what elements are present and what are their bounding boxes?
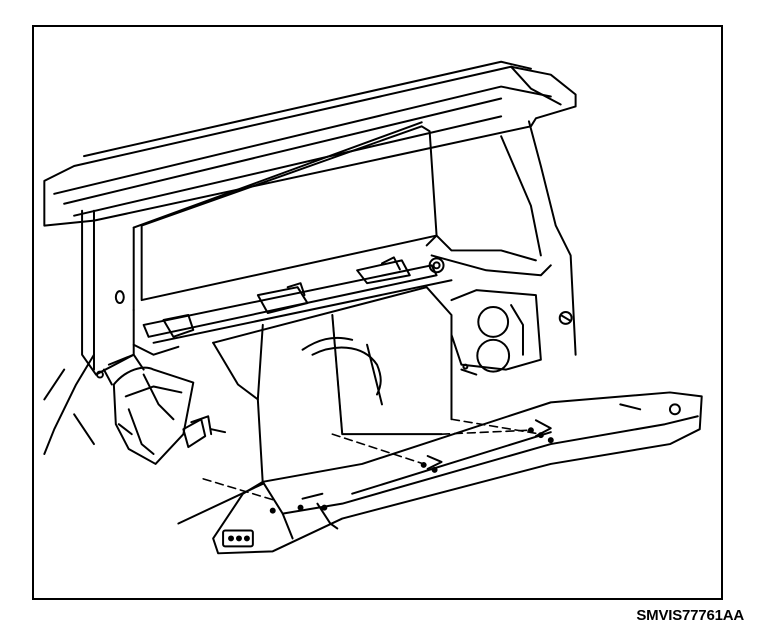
roof-rail — [43, 60, 577, 227]
rear-quarter-panel-cutouts — [450, 289, 542, 376]
wheelhouse-panel — [177, 286, 453, 525]
rear-window-opening — [114, 121, 438, 312]
d-pillar — [81, 120, 577, 376]
rear-floor-crossmember — [212, 391, 703, 555]
body-panel-diagram — [43, 60, 703, 555]
alignment-leaders — [202, 314, 542, 501]
diagram-frame — [32, 25, 723, 600]
upper-panel-brackets — [95, 256, 453, 379]
figure-code: SMVIS77761AA — [636, 607, 744, 624]
seat-belt-retractor — [43, 353, 227, 465]
